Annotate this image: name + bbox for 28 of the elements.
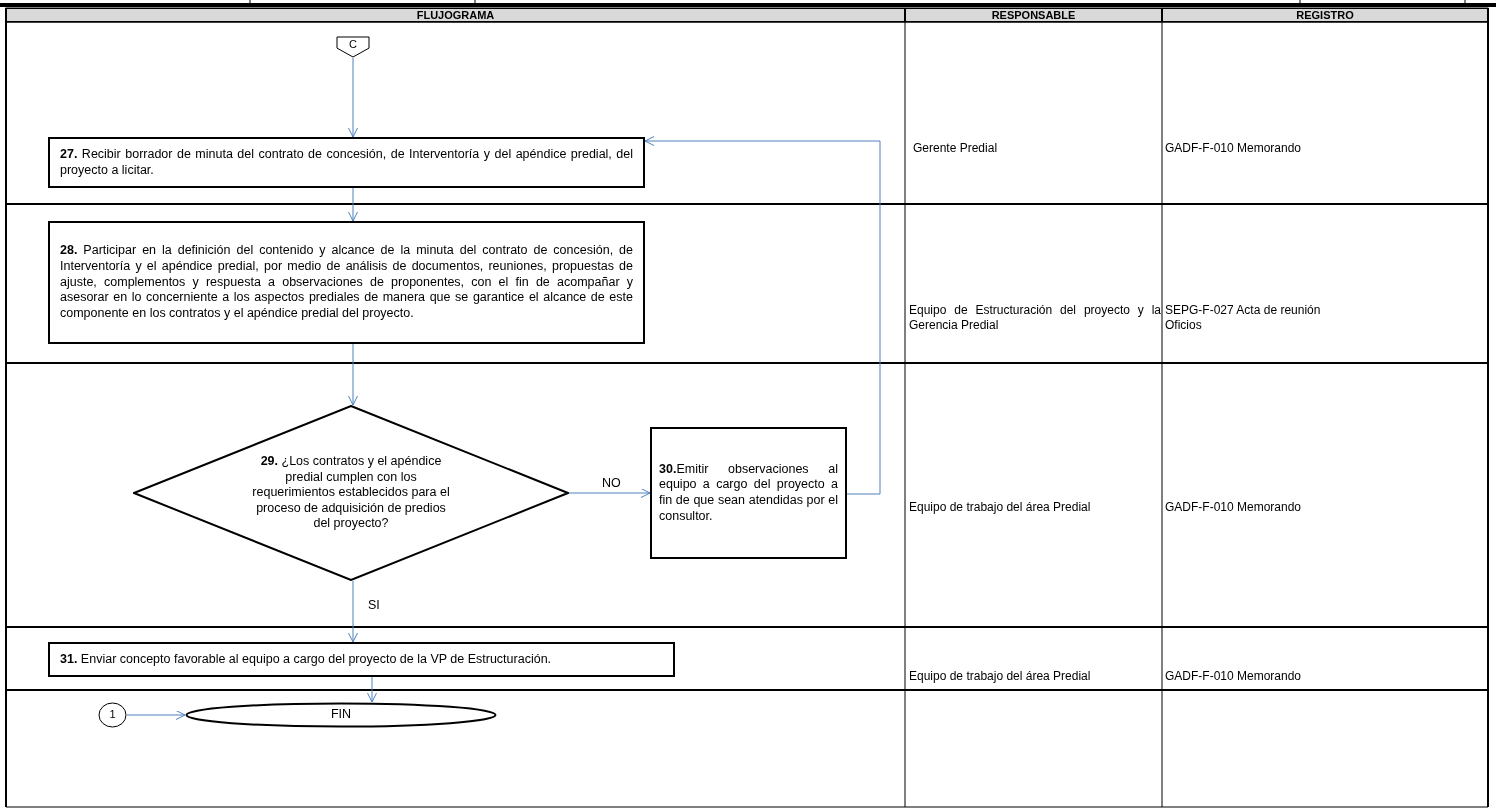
table-cell-text: Gerente Predial (913, 141, 999, 156)
arrow (367, 676, 377, 703)
table-cell-text: GADF-F-010 Memorando (1165, 141, 1303, 156)
arrow (348, 57, 358, 138)
process-box: 27. Recibir borrador de minuta del contrato de concesión, de Interventoría y del apéndice predial, del proyecto a licitar. (48, 137, 645, 188)
table-cell-text: Equipo de Estructuración del proyecto y la Gerencia Predial (909, 303, 1161, 333)
arrow (644, 136, 881, 495)
connector-circle: 1 (98, 702, 127, 728)
decision-diamond: 29. ¿Los contratos y el apéndice predial cumplen con los requerimientos establecidos para el proceso de adquisición de predios del proyecto? (133, 405, 569, 581)
column-header: REGISTRO (1162, 8, 1488, 22)
arrow (348, 187, 358, 222)
arrow (348, 343, 358, 406)
table-cell-text: GADF-F-010 Memorando (1165, 669, 1303, 684)
arrow (348, 580, 358, 643)
table-cell-text: GADF-F-010 Memorando (1165, 500, 1303, 515)
arrow (126, 710, 186, 720)
column-header: FLUJOGRAMA (6, 8, 905, 22)
process-box: 30.Emitir observaciones al equipo a cargo del proyecto a fin de que sean atendidas por el consultor. (650, 427, 847, 559)
table-cell-text: SEPG-F-027 Acta de reunión (1165, 303, 1322, 318)
table-cell-text: Equipo de trabajo del área Predial (909, 669, 1092, 684)
terminator-ellipse: FIN (185, 702, 497, 728)
off-page-connector: C (336, 36, 370, 58)
table-cell-text: Equipo de trabajo del área Predial (909, 500, 1092, 515)
arrow (568, 488, 651, 498)
column-header: RESPONSABLE (905, 8, 1162, 22)
process-box: 28. Participar en la definición del contenido y alcance de la minuta del contrato de concesión, de Interventoría y el apéndice predial, por medio de análisis de documentos, reuniones, propuestas de ajuste, complementos y respuesta a observaciones de proponentes, con el fin de acompañar y asesorar en lo concerniente a los aspectos prediales de manera que se garantice el alcance de este componente en los contratos y el apéndice predial del proyecto. (48, 221, 645, 344)
process-box: 31. Enviar concepto favorable al equipo a cargo del proyecto de la VP de Estructuración. (48, 642, 675, 677)
table-cell-text: Oficios (1165, 318, 1203, 333)
